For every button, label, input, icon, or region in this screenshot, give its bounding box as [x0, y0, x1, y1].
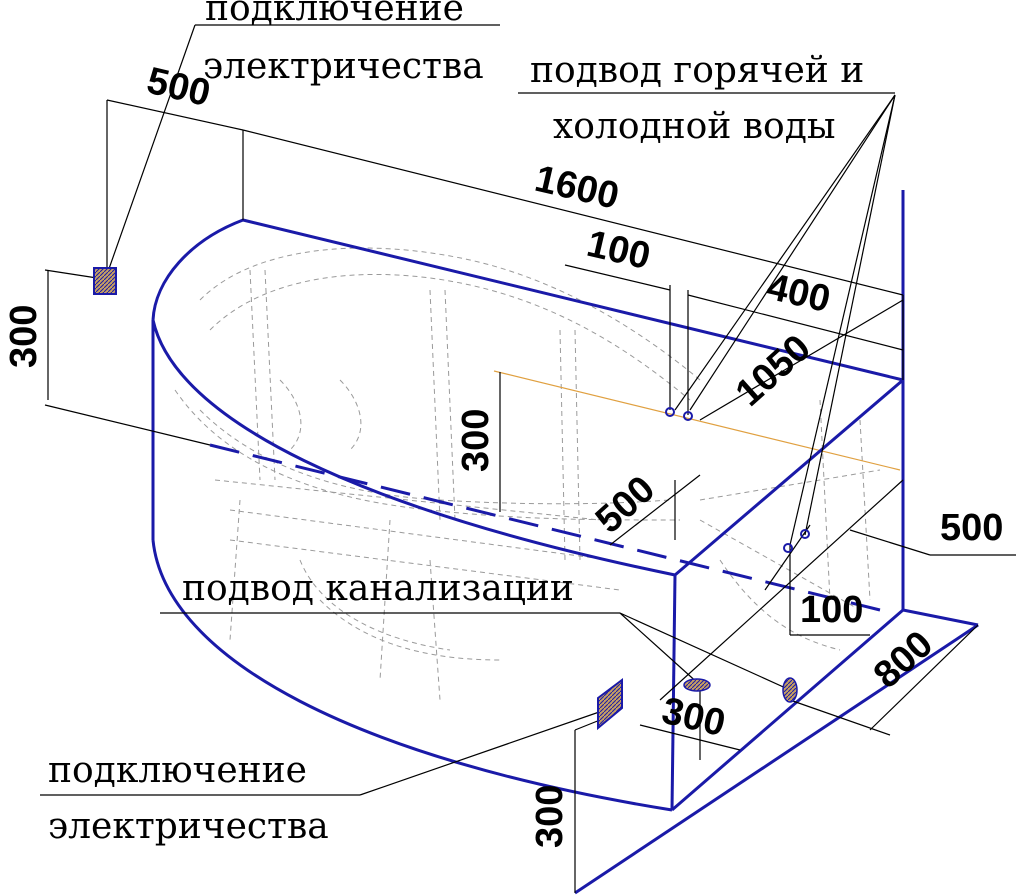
dim-300-lower-left: 300 [529, 785, 571, 848]
bathtub-outline [151, 190, 979, 895]
dim-500-mid: 500 [588, 468, 663, 542]
dimension-lines [40, 24, 1016, 893]
internal-frame [174, 247, 881, 701]
dim-300-center: 300 [455, 409, 497, 472]
wall-cut-line [209, 443, 881, 612]
drain-label: подвод канализации [182, 568, 574, 609]
water-axis-line [493, 370, 901, 471]
electric-bottom-label-line2: электричества [48, 806, 329, 847]
cold-water-inlet-front-icon [800, 529, 810, 539]
electric-bottom-label-line1: подключение [48, 750, 307, 791]
electric-socket-bottom-icon [597, 678, 623, 731]
dim-1600: 1600 [531, 158, 623, 218]
dim-100-right: 100 [800, 589, 863, 631]
water-label-line1: подвод горячей и [530, 50, 864, 91]
electric-top-label-line2: электричества [203, 46, 484, 87]
water-label-line2: холодной воды [553, 106, 836, 147]
hot-water-inlet-front-icon [783, 543, 793, 553]
drain-outlet-icon [683, 678, 711, 692]
cold-water-inlet-icon [683, 411, 693, 421]
dim-500-right: 500 [940, 507, 1003, 549]
electric-socket-top-icon [93, 267, 117, 295]
dim-400: 400 [763, 266, 834, 321]
hot-water-inlet-icon [665, 407, 675, 417]
overflow-outlet-icon [782, 677, 798, 703]
dim-300-left: 300 [3, 305, 45, 368]
dim-300-bottom: 300 [658, 690, 729, 745]
electric-top-label-line1: подключение [205, 0, 464, 29]
dim-100-top: 100 [583, 223, 654, 278]
